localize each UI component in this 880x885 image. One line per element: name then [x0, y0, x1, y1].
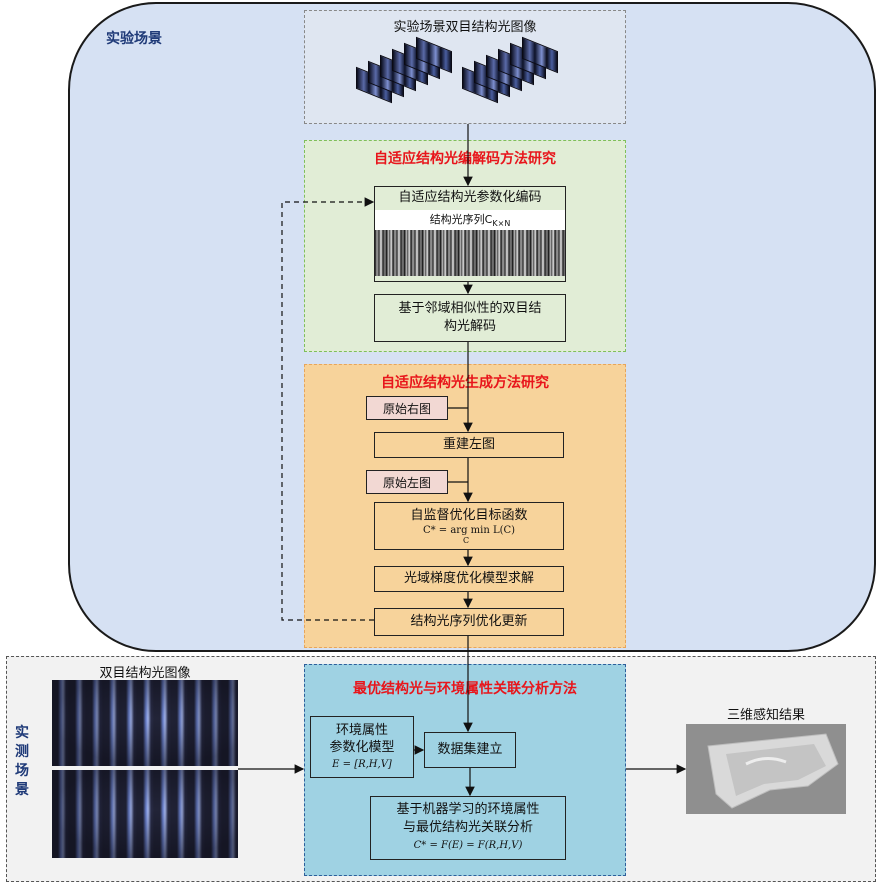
- result-image: [686, 724, 846, 814]
- sequence-update-box: 结构光序列优化更新: [374, 608, 564, 636]
- result-shape: [707, 733, 839, 809]
- environment-model-line2: 参数化模型: [329, 739, 395, 755]
- binocular-decoding-box: 基于邻域相似性的双目结 构光解码: [374, 294, 566, 342]
- correlation-analysis-title: 最优结构光与环境属性关联分析方法: [353, 681, 577, 697]
- lab-image-stack-left: [356, 36, 456, 110]
- binocular-decoding-line2: 构光解码: [443, 319, 496, 334]
- gradient-optimization-box: 光域梯度优化模型求解: [374, 566, 564, 592]
- parametric-encoding-label: 自适应结构光参数化编码: [398, 190, 542, 205]
- structured-light-pattern: [375, 230, 565, 276]
- field-images-title: 双目结构光图像: [99, 666, 191, 681]
- lab-scene-label: 实验场景: [106, 31, 162, 47]
- lab-images-title: 实验场景双目结构光图像: [393, 20, 537, 35]
- dataset-box: 数据集建立: [424, 732, 516, 768]
- original-right-image-box: 原始右图: [366, 396, 448, 420]
- field-label-char: 实: [15, 725, 29, 741]
- sequence-label-row: 结构光序列CK×N: [375, 210, 565, 230]
- self-supervised-objective-box: 自监督优化目标函数 C* = arg min L(C) C: [374, 502, 564, 550]
- objective-formula-text: C* = arg min L(C): [422, 525, 516, 536]
- field-label-char: 场: [15, 763, 29, 779]
- field-scene-label: 实 测 场 景: [12, 724, 32, 800]
- result-title: 三维感知结果: [726, 708, 805, 723]
- self-supervised-label: 自监督优化目标函数: [410, 508, 528, 523]
- correlation-analysis-panel: [304, 664, 626, 876]
- field-label-char: 测: [15, 744, 29, 760]
- environment-model-box: 环境属性 参数化模型 E = [R,H,V]: [310, 716, 414, 778]
- reconstruct-left-box: 重建左图: [374, 432, 564, 458]
- environment-model-formula: E = [R,H,V]: [332, 758, 392, 770]
- objective-formula: C* = arg min L(C): [423, 525, 515, 537]
- binocular-decoding-line1: 基于邻域相似性的双目结: [398, 301, 542, 316]
- parametric-encoding-box: 自适应结构光参数化编码 结构光序列CK×N: [374, 186, 566, 282]
- ml-analysis-line1: 基于机器学习的环境属性: [396, 802, 540, 817]
- environment-model-line1: 环境属性: [335, 722, 388, 738]
- original-left-image-box: 原始左图: [366, 470, 448, 494]
- ml-analysis-box: 基于机器学习的环境属性 与最优结构光关联分析 C* = F(E) = F(R,H…: [370, 796, 566, 860]
- ml-analysis-formula: C* = F(E) = F(R,H,V): [413, 840, 523, 851]
- objective-formula-sub: C: [462, 536, 470, 545]
- encoding-decoding-title: 自适应结构光编解码方法研究: [374, 151, 556, 167]
- ml-analysis-line2: 与最优结构光关联分析: [402, 820, 533, 835]
- generation-title: 自适应结构光生成方法研究: [381, 375, 549, 391]
- sequence-label: 结构光序列C: [429, 213, 493, 226]
- sequence-subscript: K×N: [492, 219, 511, 229]
- field-image-right: [52, 770, 238, 858]
- field-label-char: 景: [15, 782, 29, 798]
- field-image-left: [52, 680, 238, 766]
- lab-image-stack-right: [462, 36, 562, 110]
